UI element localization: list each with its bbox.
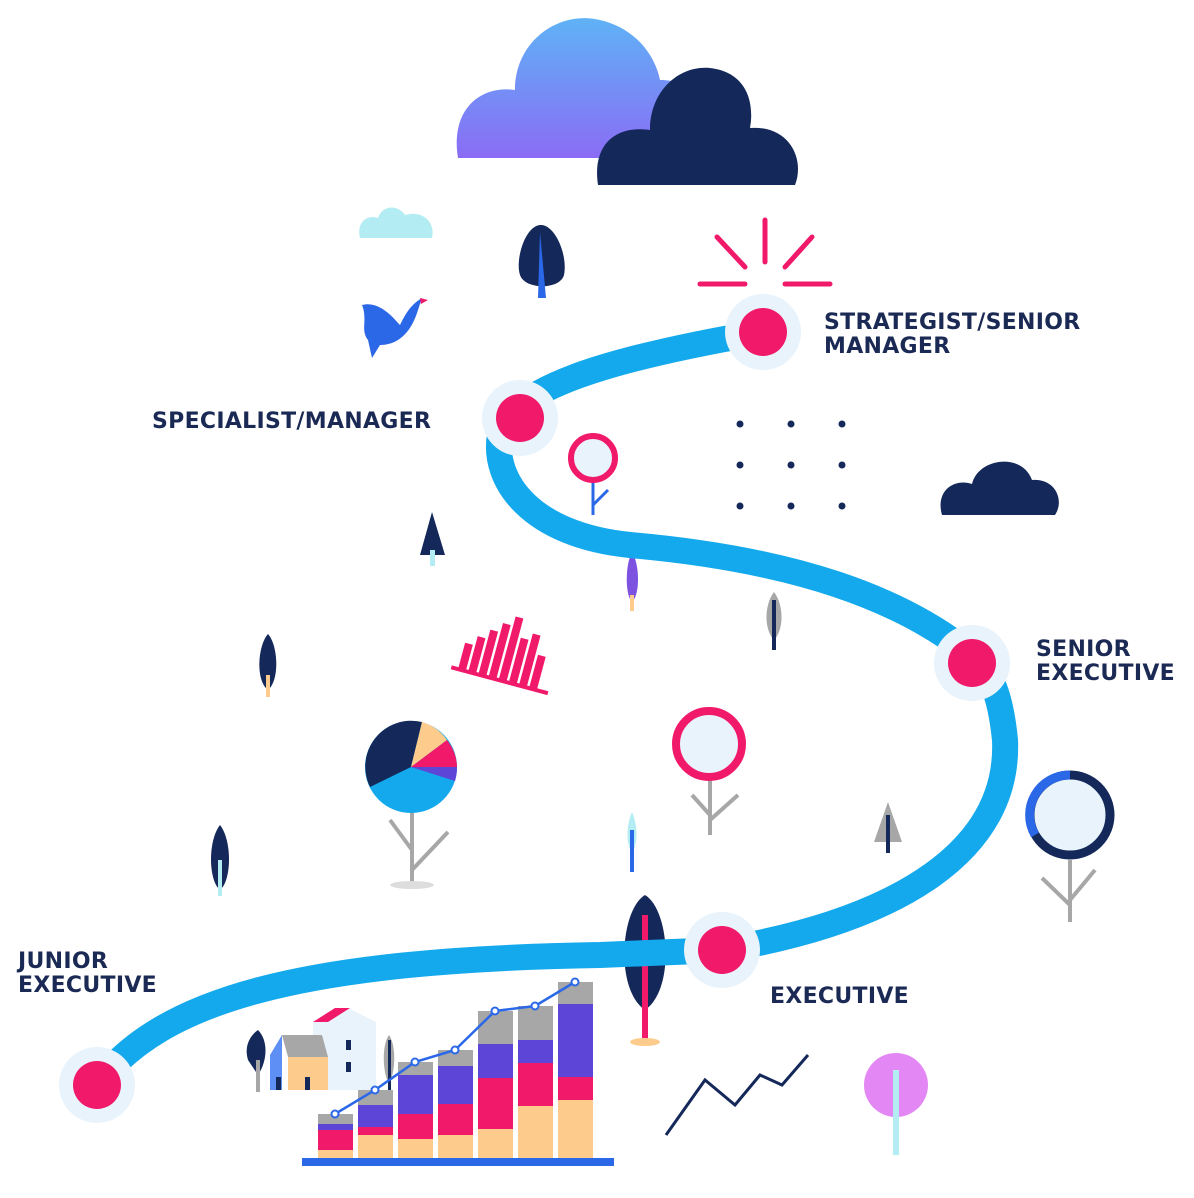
pink-bar-chart-icon	[450, 616, 549, 696]
dot-grid	[736, 420, 846, 510]
stage-label-specialist-manager: SPECIALIST/MANAGER	[152, 409, 431, 434]
dot	[787, 461, 795, 469]
stage-node	[684, 912, 760, 988]
pink-bar	[508, 637, 529, 684]
stacked-bar	[518, 1006, 553, 1158]
trend-point	[370, 1085, 380, 1095]
pink-bar	[488, 623, 511, 679]
stage-label-executive: EXECUTIVE	[770, 984, 909, 1009]
stacked-bar	[318, 1114, 353, 1158]
trend-point	[330, 1109, 340, 1119]
pink-bar	[529, 654, 546, 690]
dot	[787, 502, 795, 510]
stage-node	[934, 625, 1010, 701]
trend-point	[410, 1057, 420, 1067]
pink-tree-icon	[864, 1053, 928, 1155]
trend-point	[490, 1006, 500, 1016]
career-path-road	[84, 319, 1019, 1098]
stage-node	[725, 294, 801, 370]
trend-point	[530, 1001, 540, 1011]
dot	[736, 502, 744, 510]
stacked-bar	[358, 1090, 393, 1158]
zigzag-line-icon	[664, 1054, 810, 1136]
pink-bar	[498, 616, 524, 682]
dark-tree-icon	[518, 225, 565, 298]
ring-flower-icon	[672, 707, 746, 835]
pine-tree-icon	[420, 512, 445, 566]
stacked-bar	[478, 1011, 513, 1158]
light-tree-icon	[627, 812, 637, 872]
trend-point	[570, 977, 580, 987]
tall-blue-tree-icon	[211, 825, 229, 896]
small-dark-cloud-icon	[940, 461, 1059, 515]
stage-node	[59, 1047, 135, 1123]
stacked-bar	[558, 982, 593, 1158]
dot	[787, 420, 795, 428]
small-flower-icon	[568, 433, 618, 515]
pink-bar	[478, 629, 499, 676]
dot	[736, 420, 744, 428]
stacked-bar	[398, 1062, 433, 1158]
gray-tree-icon	[766, 592, 782, 650]
leaf-tree-icon	[259, 634, 277, 697]
dot	[838, 420, 846, 428]
dot	[838, 461, 846, 469]
pie-chart-flower-icon	[365, 720, 458, 889]
purple-tree-icon	[626, 552, 638, 611]
trend-point	[450, 1045, 460, 1055]
chart-baseline	[302, 1158, 614, 1166]
houses-icon	[246, 1008, 395, 1092]
small-light-cloud-icon	[359, 207, 433, 238]
stacked-bar	[438, 1050, 473, 1158]
navy-ring-flower-icon	[1025, 770, 1115, 922]
pink-bar	[468, 636, 486, 673]
stage-node	[482, 380, 558, 456]
pink-bar-baseline	[450, 665, 549, 696]
bird-icon	[362, 298, 428, 358]
dot	[838, 502, 846, 510]
cone-tree-icon	[874, 802, 902, 853]
pink-bar	[519, 633, 541, 687]
stacked-bar-chart-icon	[302, 977, 614, 1166]
dot	[736, 461, 744, 469]
pink-bar	[458, 642, 473, 671]
dark-cloud-icon	[597, 67, 798, 185]
burst-icon	[697, 217, 833, 287]
big-leaf-tree-icon	[624, 895, 666, 1046]
